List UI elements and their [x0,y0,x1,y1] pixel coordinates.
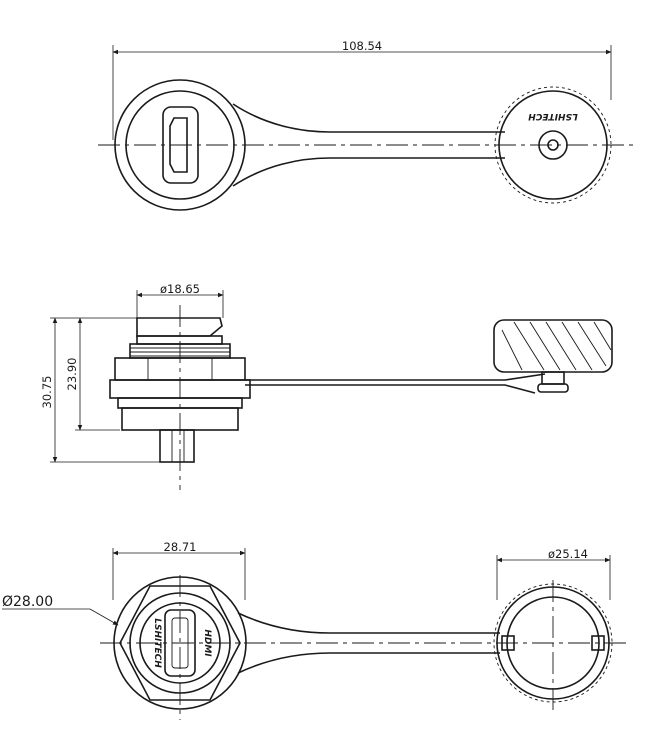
overall-length-label: 108.54 [342,39,382,53]
strap-bottom-edge [232,157,505,187]
side-view: ø18.65 30.75 23.90 [40,282,613,490]
cap-tab-right [591,635,605,651]
cap-tab-left [501,635,515,651]
brand-label-bottom: LSHITECH [152,618,162,668]
cap-bottom-inner [506,596,600,690]
rear-pins [159,429,195,463]
hdmi-port-bottom [164,609,196,677]
thread-lines [130,347,230,357]
nut-inner-circle [129,592,231,694]
cap-outer-ring [498,90,608,200]
strap-top-edge [232,103,505,133]
hole-diameter-leader [89,608,119,626]
cap-bottom-knurl [493,583,613,703]
body-height-label: 23.90 [65,358,79,391]
hdmi-socket-bottom-icon [171,617,189,669]
total-height-label: 30.75 [40,376,54,409]
cap-diameter-label: ø18.65 [160,282,200,296]
cap-bottom-diameter-label: ø25.14 [548,547,588,561]
hex-nut-outline [119,585,241,701]
cap-collar [136,335,223,345]
hdmi-port-socket-icon [169,117,188,173]
cap-pivot-ring [538,130,568,160]
cap-bottom-outer [496,586,610,700]
flange-width-label: 28.71 [164,540,197,554]
bottom-view: 28.71 ø25.14 Ø28.00 LSHITECH HDMI [2,540,630,720]
cap-pivot-head [537,383,569,393]
port-surround [139,602,221,684]
strap-side-bottom [245,384,536,394]
cap-pivot-post [541,371,565,385]
connector-inner-ring [125,90,235,200]
brand-label-top: LSHITECH [528,111,578,121]
flange-circle [113,576,247,710]
strap-bottom-top-edge [237,612,500,634]
strap-bottom-bottom-edge [237,652,500,674]
knurl-pattern [501,321,612,371]
cap-top [136,317,223,337]
hdmi-label: HDMI [202,629,212,657]
strap-side-top [245,373,546,381]
cap-pivot-pin [547,139,559,151]
hole-diameter-label: Ø28.00 [2,594,53,610]
top-view: 108.54 LSHITECH [98,39,636,211]
knurled-cap-side [493,319,613,373]
hdmi-port-housing [162,106,199,184]
cap-knurl-edge [494,86,612,204]
connector-outer-ring [114,79,246,211]
